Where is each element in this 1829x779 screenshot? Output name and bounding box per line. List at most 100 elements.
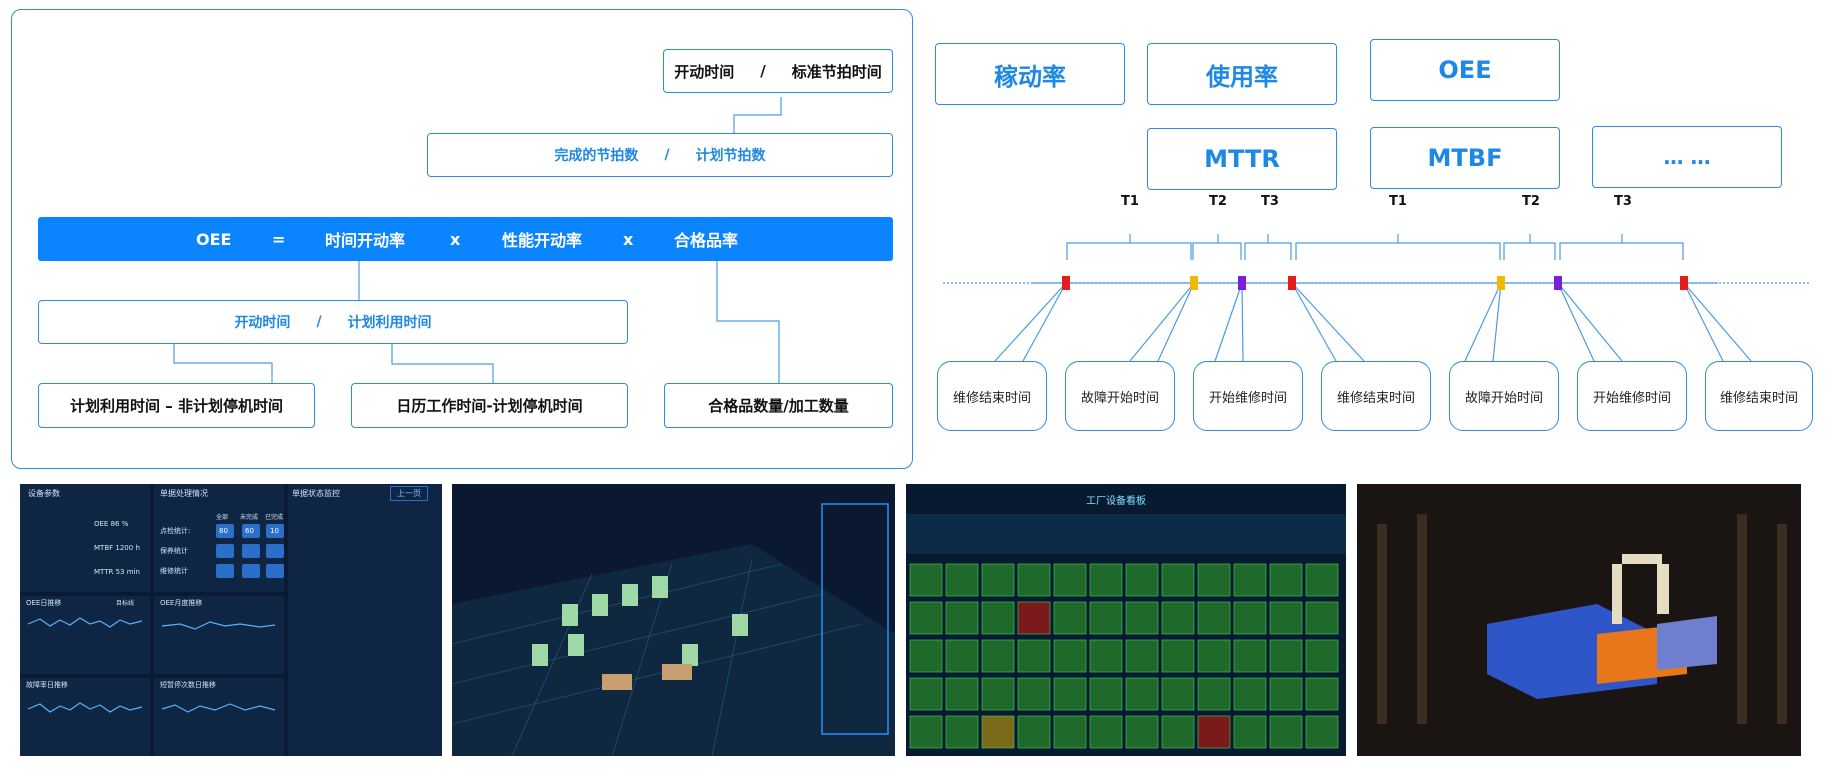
box-text-a: 开动时间 [234,315,291,331]
equipment-tile [1269,715,1303,749]
equipment-tile [945,677,979,711]
equipment-grid-screenshot: 工厂设备看板 [906,484,1346,756]
box-sep: / [664,147,670,163]
mtbf-kpi-unit: h [135,544,140,552]
box-text-b: 计划利用时间 [347,315,432,331]
chart-title: 故障率日推移 [26,681,68,689]
stat-value: 60 [245,527,254,535]
equipment-tile [1305,563,1339,597]
equipment-tile [945,563,979,597]
multiply-sign-2: x [623,229,634,249]
equipment-tile [1161,715,1195,749]
equipment-tile [909,715,943,749]
prev-page-button[interactable]: 上一页 [390,486,428,501]
event-repair-end: 维修结束时间 [1705,361,1813,431]
oee-kpi-label: OEE [94,520,109,528]
timeline-label: T3 [1614,194,1632,209]
equipment-tile [1161,601,1195,635]
equipment-tile [1017,639,1051,673]
box-text-b: 标准节拍时间 [791,62,882,81]
machine-3d-screenshot [1357,484,1801,756]
equals-sign: = [272,229,286,249]
equipment-tile [909,563,943,597]
equipment-tile [1233,677,1267,711]
equipment-tile [1053,601,1087,635]
equipment-tile [1161,639,1195,673]
equipment-tile [1089,639,1123,673]
equipment-tile [1125,601,1159,635]
equipment-tile [945,639,979,673]
equipment-tile [981,715,1015,749]
box-text-a: 开动时间 [674,62,735,81]
chart-title: OEE日推移 [26,599,62,607]
stat-row-label: 维修统计 [160,567,188,575]
event-fault-start: 故障开始时间 [1065,361,1175,431]
timeline-label: T2 [1522,194,1540,209]
stat-row-label: 点检统计: [160,527,191,535]
equipment-tile [1197,601,1231,635]
equipment-tile [981,601,1015,635]
oee-formula-bar: OEE = 时间开动率 x 性能开动率 x 合格品率 [38,217,893,261]
quality-rate-term: 合格品率 [674,231,739,250]
equipment-tile [1017,715,1051,749]
factory-3d-graphic [452,484,895,756]
equipment-tile [1269,601,1303,635]
equipment-tile [1197,563,1231,597]
col-header-all: 全部 [216,514,229,521]
calendar-minus-planned-stop-box: 日历工作时间-计划停机时间 [351,383,628,428]
equipment-tile [945,715,979,749]
box-text-b: 计划节拍数 [695,148,766,164]
mtbf-kpi: MTBF 1200 h [94,544,140,552]
chart-title: OEE月度推移 [160,599,203,607]
equipment-tile [1305,639,1339,673]
box-sep: / [760,62,766,80]
equipment-tile [1089,601,1123,635]
usage-rate-box: 使用率 [1147,43,1337,105]
col-header-pending: 未完成 [240,514,259,521]
timeline-label: T1 [1121,194,1139,209]
equipment-tile [909,639,943,673]
equipment-tile [909,677,943,711]
mtbf-kpi-value: 1200 [115,544,134,552]
equipment-tile [1089,677,1123,711]
equipment-tile [1089,563,1123,597]
event-repair-start: 开始维修时间 [1193,361,1303,431]
dashboard-title: 设备参数 [28,489,60,498]
time-availability-term: 时间开动率 [325,231,406,250]
utilization-rate-box: 稼动率 [935,43,1125,105]
equipment-tile [1269,677,1303,711]
event-repair-end: 维修结束时间 [937,361,1047,431]
equipment-tile [1161,563,1195,597]
chart-legend: 目标线 [116,600,135,607]
timeline-label: T1 [1389,194,1407,209]
dashboard-screenshot: 设备参数 单据处理情况 单据状态监控 上一页 OEE 86 % MTBF 120… [20,484,442,756]
timeline-markers [1062,276,1688,290]
equipment-tile [1233,715,1267,749]
equipment-tile [1197,715,1231,749]
equipment-tile [1017,677,1051,711]
equipment-grid-graphic [906,484,1346,756]
multiply-sign-1: x [450,229,461,249]
equipment-tile [1125,639,1159,673]
equipment-tile [1233,601,1267,635]
oee-kpi: OEE 86 % [94,520,128,528]
equipment-tile [1053,677,1087,711]
equipment-tile [1233,563,1267,597]
equipment-tile [1017,601,1051,635]
timeline-label: T2 [1209,194,1227,209]
equipment-tile [1269,639,1303,673]
equipment-tile [1305,677,1339,711]
equipment-tile [981,563,1015,597]
mtbf-box: MTBF [1370,127,1560,189]
planned-minus-unplanned-box: 计划利用时间 – 非计划停机时间 [38,383,315,428]
stat-value: 80 [219,527,228,535]
mttr-kpi-label: MTTR [94,568,114,576]
equipment-tile [981,639,1015,673]
equipment-tile [1053,715,1087,749]
mttr-box: MTTR [1147,128,1337,190]
equipment-tile [1089,715,1123,749]
equipment-tile [1125,677,1159,711]
timeline-label: T3 [1261,194,1279,209]
qualified-over-processed-box: 合格品数量/加工数量 [664,383,893,428]
